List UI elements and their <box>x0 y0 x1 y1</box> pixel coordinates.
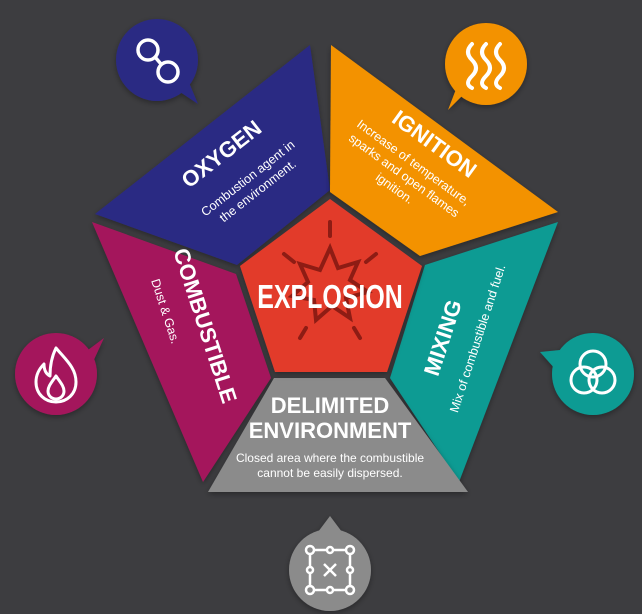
combustible-segment <box>92 222 271 482</box>
flame-icon <box>34 346 78 404</box>
explosion-center <box>240 199 422 372</box>
delimited-desc-2: cannot be easily dispersed. <box>257 466 402 480</box>
delimited-title-1: DELIMITED <box>271 393 390 418</box>
oxygen-segment <box>95 45 330 265</box>
explosion-title: EXPLOSION <box>257 279 402 316</box>
oxygen-molecule-icon <box>136 38 180 84</box>
combustible-icon-bubble <box>15 333 104 415</box>
mixing-segment <box>390 222 558 482</box>
delimited-environment-label: DELIMITED ENVIRONMENT Closed area where … <box>236 393 424 480</box>
mixing-icon-bubble <box>540 333 634 415</box>
delimited-icon-bubble <box>289 516 371 611</box>
ignition-segment <box>330 45 558 256</box>
delimited-desc-1: Closed area where the combustible <box>236 451 424 465</box>
delimited-environment-segment <box>208 378 468 492</box>
ignition-icon-bubble <box>445 23 527 110</box>
heat-waves-icon <box>466 42 506 90</box>
bounded-area-icon <box>304 544 356 596</box>
venn-circles-icon <box>569 349 617 395</box>
burst-icon <box>282 220 378 340</box>
delimited-title-2: ENVIRONMENT <box>249 418 412 443</box>
